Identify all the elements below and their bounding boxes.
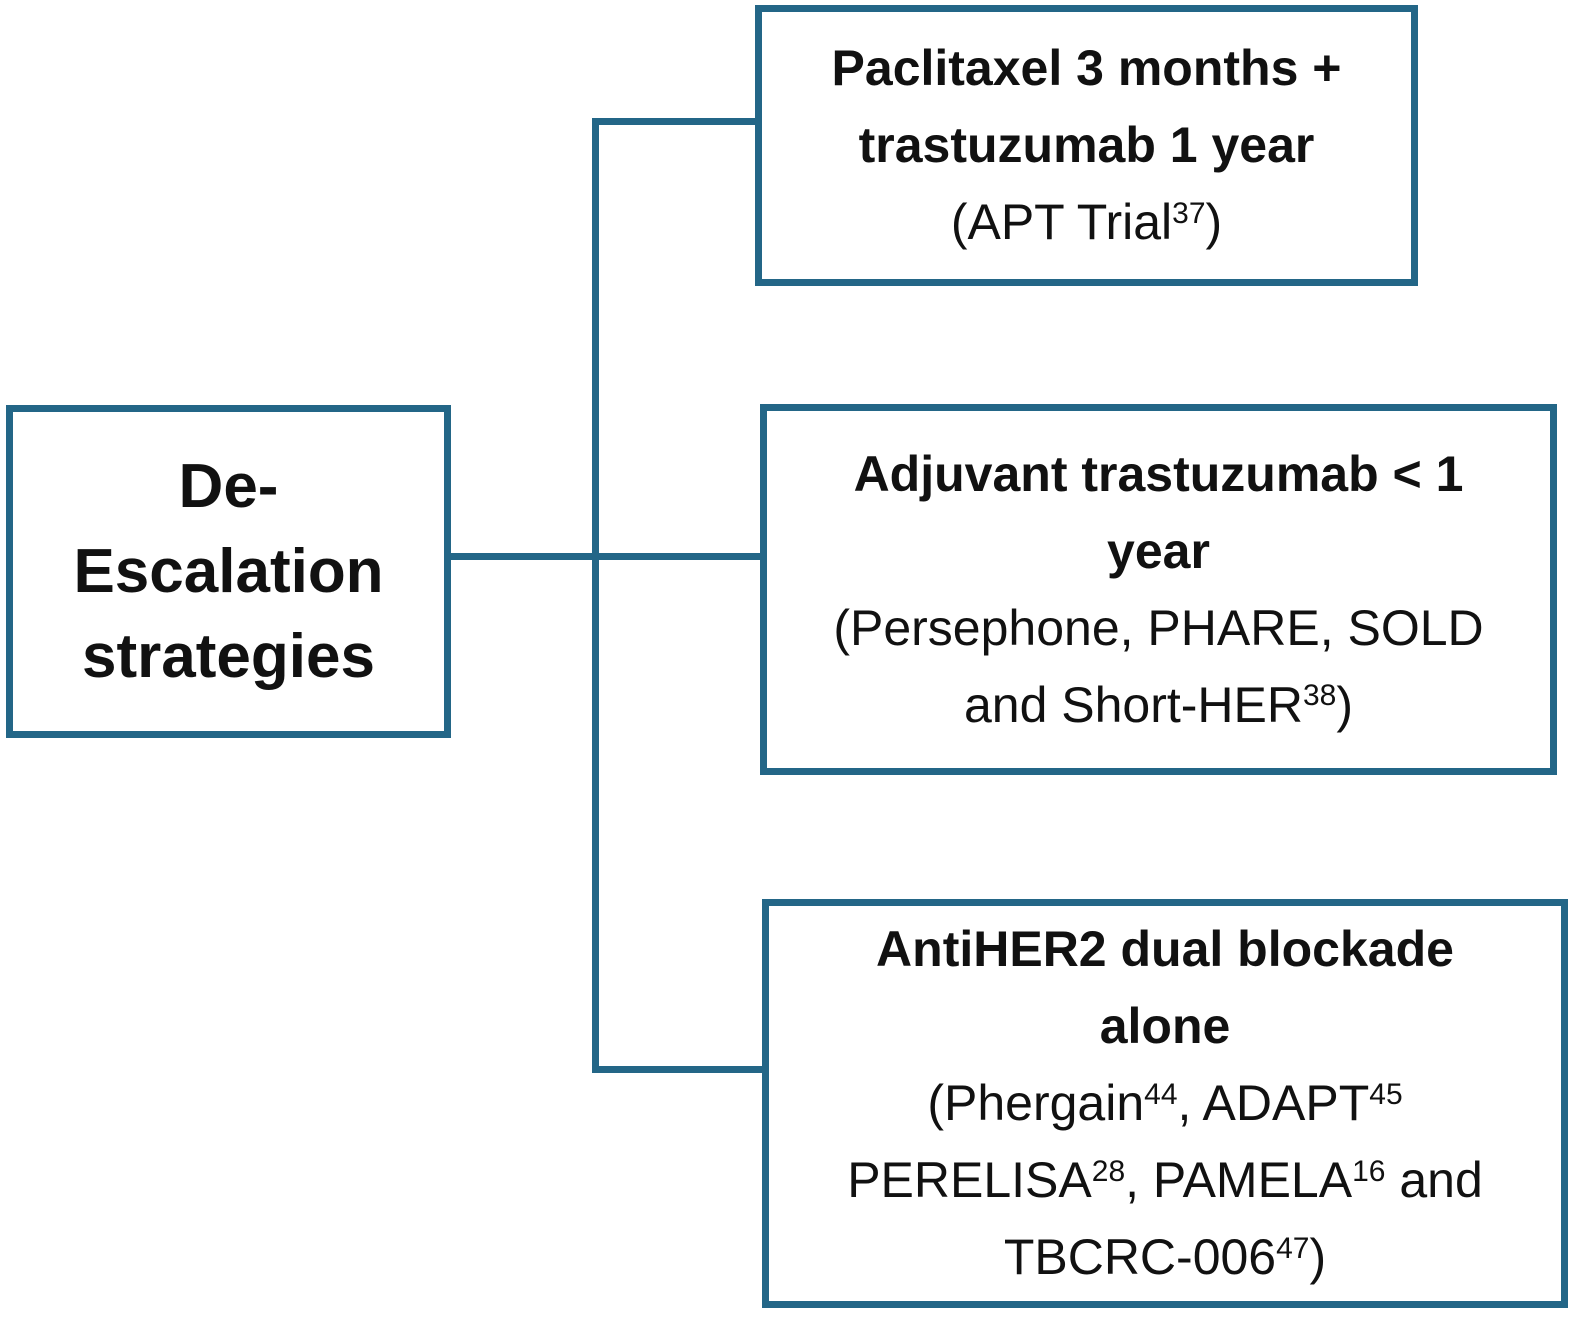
node-de-escalation-strategies: De- Escalation strategies bbox=[6, 405, 451, 738]
text-segment: Paclitaxel 3 months + bbox=[831, 40, 1342, 96]
box-text-line: PERELISA28, PAMELA16 and bbox=[847, 1142, 1483, 1219]
text-segment: trastuzumab 1 year bbox=[858, 117, 1315, 173]
text-segment: alone bbox=[1099, 998, 1231, 1054]
citation-superscript: 37 bbox=[1172, 196, 1206, 230]
citation-superscript: 45 bbox=[1369, 1077, 1403, 1111]
text-segment: ) bbox=[1309, 1229, 1327, 1285]
box-text-line: TBCRC-00647) bbox=[1004, 1219, 1326, 1296]
text-segment: (Persephone, PHARE, SOLD bbox=[833, 599, 1484, 656]
box-text-line: and Short-HER38) bbox=[964, 667, 1353, 744]
box-text-line: (Persephone, PHARE, SOLD bbox=[833, 590, 1483, 667]
box-text-line: (Phergain44, ADAPT45 bbox=[927, 1065, 1402, 1142]
text-segment: De- bbox=[178, 452, 279, 521]
citation-superscript: 16 bbox=[1352, 1154, 1386, 1188]
text-segment: PERELISA bbox=[847, 1152, 1092, 1208]
text-segment: , PAMELA bbox=[1125, 1152, 1353, 1208]
box-text-line: year bbox=[1107, 513, 1210, 590]
text-segment: , ADAPT bbox=[1177, 1075, 1370, 1131]
box-text-line: strategies bbox=[82, 614, 375, 699]
text-segment: Adjuvant trastuzumab < 1 bbox=[853, 445, 1464, 502]
box-text-line: Adjuvant trastuzumab < 1 bbox=[854, 436, 1464, 513]
box-text-line: (APT Trial37) bbox=[951, 184, 1222, 261]
text-segment: TBCRC-006 bbox=[1003, 1229, 1277, 1285]
citation-superscript: 28 bbox=[1091, 1154, 1126, 1188]
box-text-line: alone bbox=[1100, 988, 1231, 1065]
citation-superscript: 38 bbox=[1303, 679, 1337, 712]
box-text-line: AntiHER2 dual blockade bbox=[876, 911, 1454, 988]
box-text-line: De- bbox=[179, 444, 279, 529]
text-segment: (Phergain bbox=[927, 1075, 1145, 1131]
citation-superscript: 47 bbox=[1276, 1231, 1310, 1265]
box-text-line: Escalation bbox=[73, 529, 383, 614]
connector-branch-top-line bbox=[592, 118, 762, 125]
text-segment: and bbox=[1385, 1152, 1483, 1208]
text-segment: (APT Trial bbox=[950, 194, 1173, 250]
node-paclitaxel-apt-trial: Paclitaxel 3 months + trastuzumab 1 year (… bbox=[755, 5, 1418, 286]
text-segment: AntiHER2 dual blockade bbox=[876, 921, 1454, 977]
text-segment: year bbox=[1107, 522, 1210, 579]
text-segment: Escalation bbox=[73, 537, 384, 606]
text-segment: ) bbox=[1205, 194, 1223, 250]
box-text-line: Paclitaxel 3 months + bbox=[832, 30, 1342, 107]
box-text-line: trastuzumab 1 year bbox=[859, 107, 1315, 184]
citation-superscript: 44 bbox=[1144, 1077, 1178, 1111]
node-adjuvant-trastuzumab: Adjuvant trastuzumab < 1 year (Persephone,… bbox=[760, 404, 1557, 775]
connector-branch-middle-line bbox=[444, 553, 769, 560]
text-segment: ) bbox=[1336, 676, 1354, 733]
connector-branch-bottom-line bbox=[592, 1066, 769, 1073]
text-segment: and Short-HER bbox=[963, 676, 1303, 733]
connector-trunk-line bbox=[592, 118, 599, 1073]
text-segment: strategies bbox=[82, 622, 375, 691]
